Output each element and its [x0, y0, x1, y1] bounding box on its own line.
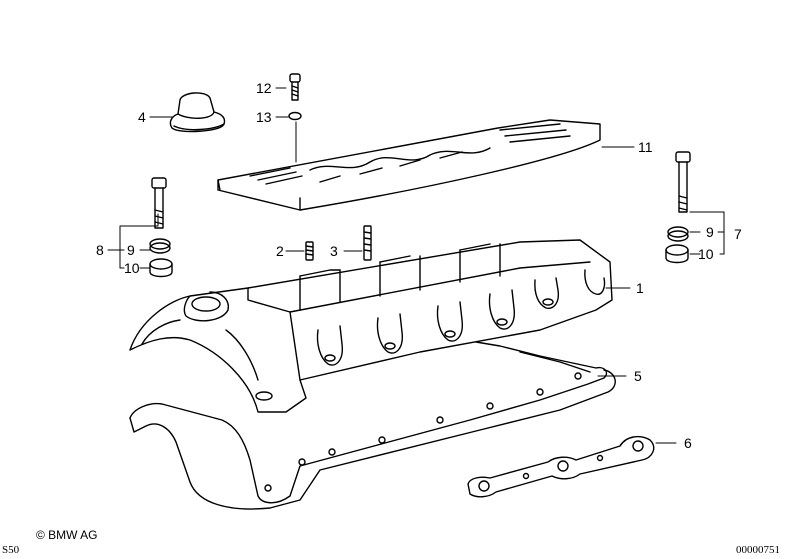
callout-2: 2	[276, 243, 284, 259]
copyright-notice: © BMW AG	[36, 528, 98, 542]
callout-7: 7	[734, 226, 742, 242]
callout-8: 8	[96, 242, 104, 258]
callout-5: 5	[634, 368, 642, 384]
callout-10-right: 10	[698, 246, 714, 262]
diagram-number: 00000751	[736, 544, 780, 556]
oil-filler-cap	[169, 92, 226, 133]
callout-4: 4	[138, 109, 146, 125]
left-bolt-set	[149, 177, 173, 278]
cylinder-head-cover	[129, 239, 613, 413]
callout-12: 12	[256, 80, 272, 96]
stud-2	[305, 241, 314, 261]
callout-9-left: 9	[127, 242, 135, 258]
right-bolt-set	[665, 151, 691, 264]
model-code: S50	[2, 544, 20, 556]
bolt-12	[289, 73, 301, 101]
callout-13: 13	[256, 109, 272, 125]
callout-11: 11	[638, 139, 653, 155]
gasket	[129, 341, 616, 510]
callout-10-left: 10	[124, 260, 140, 276]
washer-13	[288, 111, 302, 121]
leader-lines	[107, 87, 725, 444]
callout-3: 3	[330, 243, 338, 259]
callout-6: 6	[684, 435, 692, 451]
stud-3	[363, 225, 372, 261]
callout-9-right: 9	[706, 224, 714, 240]
top-cover-plate	[217, 119, 601, 211]
callout-1: 1	[636, 280, 644, 296]
small-gasket	[467, 435, 655, 498]
